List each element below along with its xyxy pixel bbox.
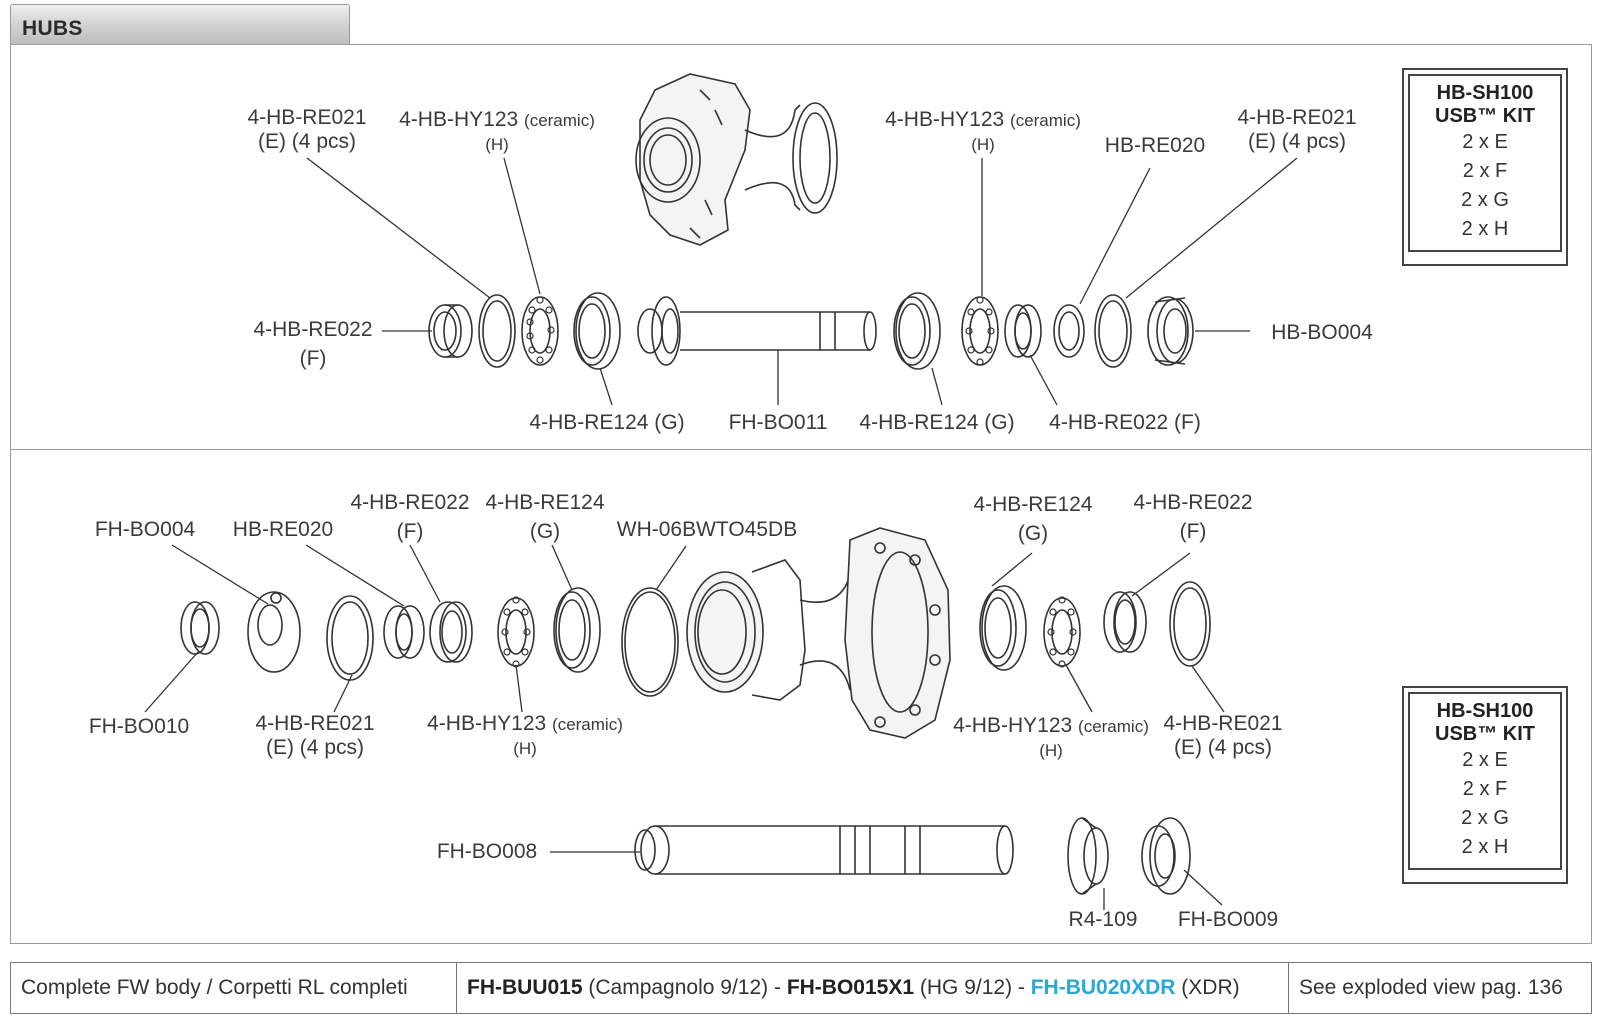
label-front-re020: HB-RE020 (1104, 134, 1206, 157)
label-rear-re021-right: 4-HB-RE021 (E) (4 pcs) (1148, 712, 1298, 760)
kit-title-1: HB-SH100 (1436, 82, 1534, 104)
exploded-view-ref: See exploded view pag. 136 (1299, 976, 1563, 999)
part-campagnolo-desc: (Campagnolo 9/12) - (582, 976, 787, 999)
part-number: 4-HB-HY123 (399, 108, 519, 131)
part-campagnolo: FH-BUU015 (467, 976, 583, 999)
part-number: 4-HB-RE021 (247, 106, 367, 129)
part-qualifier: (H) (485, 135, 509, 154)
fw-body-label: Complete FW body / Corpetti RL completi (21, 976, 408, 999)
kit-line: 2 x F (1462, 778, 1508, 800)
part-qualifier: (H) (513, 739, 537, 758)
part-number: 4-HB-RE022 (253, 318, 373, 341)
part-number: 4-HB-RE022 (1133, 491, 1253, 514)
label-front-hy123-right: 4-HB-HY123 (ceramic) (H) (878, 108, 1088, 157)
kit-line: 2 x G (1461, 189, 1509, 211)
rear-hub-body-part (686, 527, 951, 739)
part-material: (ceramic) (524, 111, 595, 130)
label-rear-fh-bo009: FH-BO009 (1177, 908, 1279, 931)
label-rear-re022-left: 4-HB-RE022 (F) (345, 491, 475, 544)
part-qualifier: (E) (4 pcs) (257, 130, 356, 153)
diagram-frame (10, 44, 1592, 944)
part-qualifier: (G) (1017, 522, 1049, 545)
section-tab: HUBS (10, 4, 350, 44)
label-rear-fh-bo004: FH-BO004 (94, 518, 196, 541)
exploded-view-ref-cell: See exploded view pag. 136 (1289, 963, 1591, 1013)
label-rear-re021-left: 4-HB-RE021 (E) (4 pcs) (240, 712, 390, 760)
part-number: 4-HB-HY123 (885, 108, 1005, 131)
part-material: (ceramic) (1010, 111, 1081, 130)
label-front-re124-right: 4-HB-RE124 (G) (859, 411, 1015, 434)
front-leader-lines (306, 157, 1298, 406)
part-xdr: FH-BU020XDR (1030, 976, 1176, 999)
label-rear-re124-left: 4-HB-RE124 (G) (480, 491, 610, 544)
label-front-re021-left: 4-HB-RE021 (E) (4 pcs) (232, 106, 382, 154)
label-front-re022-right: 4-HB-RE022 (F) (1049, 411, 1201, 434)
section-divider (10, 449, 1592, 450)
part-qualifier: (F) (299, 347, 327, 370)
label-rear-hb-re020: HB-RE020 (232, 518, 334, 541)
label-front-bo004: HB-BO004 (1271, 321, 1373, 344)
front-parts-row (428, 292, 1194, 370)
kit-line: 2 x E (1462, 131, 1508, 153)
kit-line: 2 x E (1462, 749, 1508, 771)
part-number: 4-HB-RE022 (350, 491, 470, 514)
part-qualifier: (F) (396, 520, 424, 543)
part-material: (ceramic) (1078, 717, 1149, 736)
part-qualifier: (E) (4 pcs) (1173, 736, 1272, 759)
rear-usb-kit-box: HB-SH100 USB™ KIT 2 x E 2 x F 2 x G 2 x … (1402, 686, 1568, 884)
label-rear-hy123-right: 4-HB-HY123 (ceramic) (H) (946, 714, 1156, 763)
part-number: 4-HB-RE021 (255, 712, 375, 735)
front-hub-body-part (635, 73, 838, 246)
rear-leader-lines (144, 544, 1225, 910)
part-number: 4-HB-HY123 (953, 714, 1073, 737)
front-usb-kit-box: HB-SH100 USB™ KIT 2 x E 2 x F 2 x G 2 x … (1402, 68, 1568, 266)
fw-body-label-cell: Complete FW body / Corpetti RL completi (11, 963, 457, 1013)
label-rear-r4-109: R4-109 (1068, 908, 1138, 931)
kit-line: 2 x F (1462, 160, 1508, 182)
label-rear-hy123-left: 4-HB-HY123 (ceramic) (H) (420, 712, 630, 761)
label-front-bo011: FH-BO011 (728, 411, 828, 434)
label-rear-re124-right: 4-HB-RE124 (G) (968, 493, 1098, 546)
part-qualifier: (H) (1039, 741, 1063, 760)
part-hg: FH-BO015X1 (786, 976, 915, 999)
label-front-hy123-left: 4-HB-HY123 (ceramic) (H) (392, 108, 602, 157)
part-hg-desc: (HG 9/12) - (914, 976, 1031, 999)
part-qualifier: (H) (971, 135, 995, 154)
part-qualifier: (E) (4 pcs) (1247, 130, 1346, 153)
part-qualifier: (E) (4 pcs) (265, 736, 364, 759)
rear-parts-row (180, 527, 1211, 895)
part-qualifier: (G) (529, 520, 561, 543)
part-xdr-desc: (XDR) (1175, 976, 1240, 999)
part-number: 4-HB-HY123 (427, 712, 547, 735)
label-rear-fh-bo010: FH-BO010 (88, 715, 190, 738)
kit-line: 2 x G (1461, 807, 1509, 829)
section-title: HUBS (22, 17, 83, 40)
label-front-re022-left: 4-HB-RE022 (F) (248, 318, 378, 371)
part-qualifier: (F) (1179, 520, 1207, 543)
label-rear-fh-bo008: FH-BO008 (436, 840, 538, 863)
label-front-re021-right: 4-HB-RE021 (E) (4 pcs) (1222, 106, 1372, 154)
label-front-re124-left: 4-HB-RE124 (G) (529, 411, 685, 434)
part-material: (ceramic) (552, 715, 623, 734)
kit-title-1: HB-SH100 (1436, 700, 1534, 722)
fw-body-table: Complete FW body / Corpetti RL completi … (10, 962, 1592, 1014)
label-rear-wh: WH-06BWTO45DB (616, 518, 798, 541)
part-number: 4-HB-RE021 (1163, 712, 1283, 735)
kit-line: 2 x H (1461, 836, 1509, 858)
kit-title-2: USB™ KIT (1435, 723, 1535, 745)
fw-body-parts-cell: FH-BUU015 (Campagnolo 9/12) - FH-BO015X1… (457, 963, 1289, 1013)
part-number: 4-HB-RE021 (1237, 106, 1357, 129)
label-rear-re022-right: 4-HB-RE022 (F) (1128, 491, 1258, 544)
exploded-view-drawing (144, 73, 1298, 910)
kit-title-2: USB™ KIT (1435, 105, 1535, 127)
kit-line: 2 x H (1461, 218, 1509, 240)
part-number: 4-HB-RE124 (485, 491, 605, 514)
part-number: 4-HB-RE124 (973, 493, 1093, 516)
